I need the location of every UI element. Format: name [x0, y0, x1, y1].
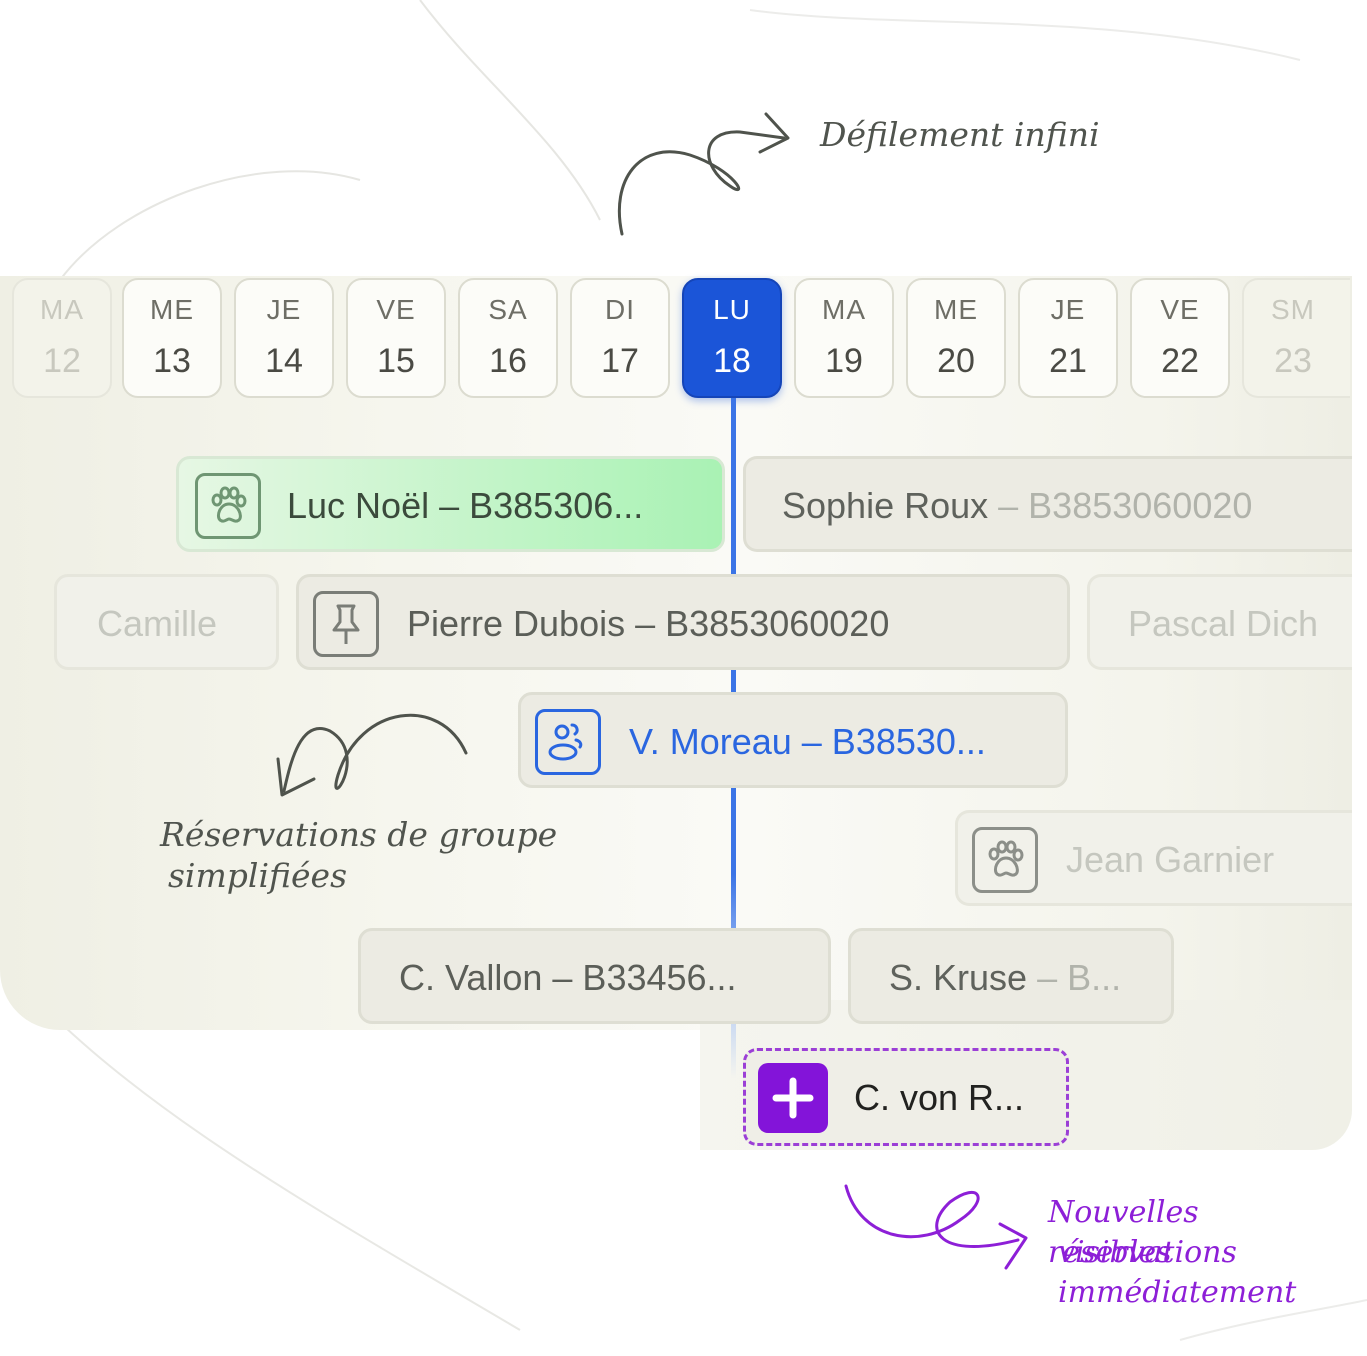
day-sm-23[interactable]: SM 23: [1242, 278, 1350, 398]
annotation-infinite-scroll: Défilement infini: [820, 115, 1100, 154]
day-number: 16: [489, 342, 527, 380]
plus-icon[interactable]: [758, 1063, 828, 1133]
annotation-new-line1: Nouvelles réservations: [1048, 1195, 1237, 1270]
day-name: JE: [1050, 294, 1086, 325]
day-number: 21: [1049, 342, 1087, 380]
guest-name: V. Moreau: [629, 721, 792, 762]
day-number: 17: [601, 342, 639, 380]
day-name: VE: [376, 294, 416, 325]
booking-ref: – B3853060020: [988, 485, 1253, 526]
day-number: 15: [377, 342, 415, 380]
booking-label: S. Kruse – B...: [889, 957, 1121, 999]
day-number: 23: [1274, 342, 1312, 380]
booking-v-moreau[interactable]: V. Moreau – B38530...: [518, 692, 1068, 788]
booking-label: C. Vallon – B33456...: [399, 957, 737, 999]
day-number: 20: [937, 342, 975, 380]
booking-c-vallon[interactable]: C. Vallon – B33456...: [358, 928, 831, 1024]
day-number: 13: [153, 342, 191, 380]
annotation-new-line2: visibles immédiatement: [1058, 1235, 1297, 1310]
booking-luc-noel[interactable]: Luc Noël – B385306...: [176, 456, 725, 552]
guest-name: C. von R...: [854, 1077, 1025, 1118]
day-name: SM: [1271, 294, 1315, 325]
booking-ref: – B385306...: [429, 485, 644, 526]
scroll-arrow-annotation: [617, 112, 790, 236]
day-sa-16[interactable]: SA 16: [458, 278, 558, 398]
day-ve-22[interactable]: VE 22: [1130, 278, 1230, 398]
booking-ref: – B3853060020: [625, 603, 890, 644]
day-name: JE: [266, 294, 302, 325]
day-me-13[interactable]: ME 13: [122, 278, 222, 398]
booking-c-von-r-new[interactable]: C. von R...: [743, 1048, 1069, 1146]
day-je-14[interactable]: JE 14: [234, 278, 334, 398]
day-name: ME: [150, 294, 194, 325]
annotation-group-line2: simplifiées: [168, 856, 348, 895]
paw-icon: [972, 827, 1038, 893]
booking-pierre-dubois[interactable]: Pierre Dubois – B3853060020: [296, 574, 1070, 670]
guest-name: S. Kruse: [889, 957, 1028, 998]
day-je-21[interactable]: JE 21: [1018, 278, 1118, 398]
guest-name: Luc Noël: [287, 485, 430, 526]
day-ma-19[interactable]: MA 19: [794, 278, 894, 398]
day-name: MA: [40, 294, 84, 325]
day-name: MA: [822, 294, 866, 325]
booking-ref: – B33456...: [542, 957, 737, 998]
day-name: VE: [1160, 294, 1200, 325]
new-booking-arrow-annotation: [844, 1184, 1028, 1270]
day-number: 18: [713, 342, 751, 380]
booking-camille[interactable]: Camille: [54, 574, 279, 670]
day-number: 19: [825, 342, 863, 380]
day-name: SA: [488, 294, 528, 325]
annotation-group-line1: Réservations de groupe: [160, 815, 558, 854]
day-name: DI: [605, 294, 635, 325]
guest-name: C. Vallon: [399, 957, 543, 998]
guest-name: Pierre Dubois: [407, 603, 626, 644]
day-name: ME: [934, 294, 978, 325]
day-number: 14: [265, 342, 303, 380]
day-ma-12[interactable]: MA 12: [12, 278, 112, 398]
group-arrow-annotation: [276, 713, 468, 797]
booking-label: Sophie Roux – B3853060020: [782, 485, 1252, 527]
booking-sophie-roux[interactable]: Sophie Roux – B3853060020: [743, 456, 1352, 552]
day-number: 22: [1161, 342, 1199, 380]
booking-pascal[interactable]: Pascal Dich: [1087, 574, 1352, 670]
booking-label: Pierre Dubois – B3853060020: [407, 603, 889, 645]
day-di-17[interactable]: DI 17: [570, 278, 670, 398]
pushpin-icon: [313, 591, 379, 657]
day-name: LU: [713, 294, 751, 325]
booking-jean-garnier[interactable]: Jean Garnier: [955, 810, 1352, 906]
day-lu-18-active[interactable]: LU 18: [682, 278, 782, 398]
paw-icon: [195, 473, 261, 539]
booking-s-kruse[interactable]: S. Kruse – B...: [848, 928, 1174, 1024]
booking-label: Luc Noël – B385306...: [287, 485, 643, 527]
booking-ref: – B...: [1027, 957, 1122, 998]
guest-name: Sophie Roux: [782, 485, 989, 526]
group-icon: [535, 709, 601, 775]
booking-label: V. Moreau – B38530...: [629, 721, 986, 763]
guest-name: Jean Garnier: [1066, 839, 1275, 880]
guest-name: Pascal Dich: [1128, 603, 1319, 644]
day-me-20[interactable]: ME 20: [906, 278, 1006, 398]
day-number: 12: [43, 342, 81, 380]
booking-ref: – B38530...: [791, 721, 986, 762]
guest-name: Camille: [97, 603, 218, 644]
day-ve-15[interactable]: VE 15: [346, 278, 446, 398]
